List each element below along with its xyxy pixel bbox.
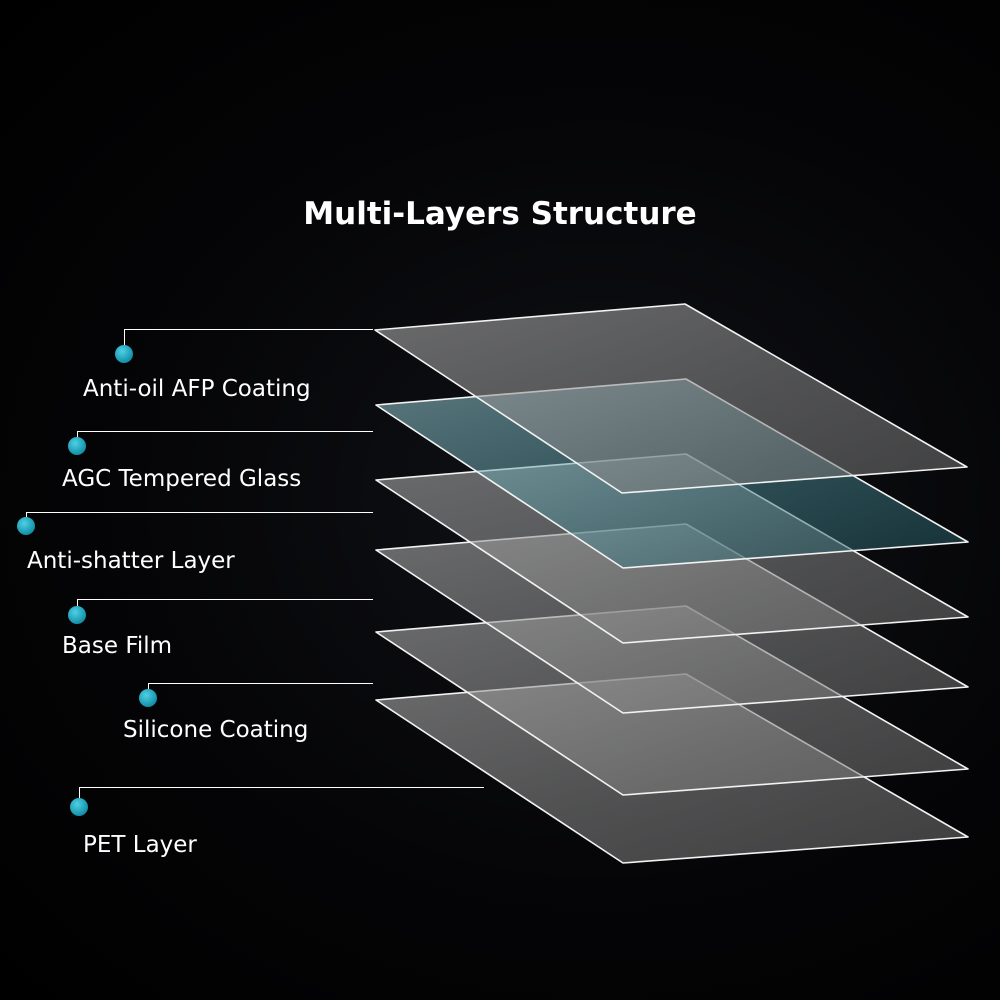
teal-dot-icon bbox=[17, 517, 35, 535]
leader-line-4 bbox=[77, 599, 373, 608]
leader-line-2 bbox=[77, 431, 373, 439]
layer-label-3: Anti-shatter Layer bbox=[27, 548, 235, 574]
diagram-title: Multi-Layers Structure bbox=[303, 196, 697, 232]
teal-dot-icon bbox=[68, 437, 86, 455]
layer-label-2: AGC Tempered Glass bbox=[62, 466, 302, 492]
teal-dot-icon bbox=[68, 606, 86, 624]
leader-line-1 bbox=[124, 329, 373, 351]
layer-label-4: Base Film bbox=[62, 633, 173, 659]
teal-dot-icon bbox=[139, 689, 157, 707]
layer-label-6: PET Layer bbox=[83, 832, 197, 858]
teal-dot-icon bbox=[70, 798, 88, 816]
layer-sheet-1 bbox=[374, 303, 968, 494]
leader-line-6 bbox=[79, 787, 484, 799]
leader-line-5 bbox=[148, 683, 373, 691]
layer-label-1: Anti-oil AFP Coating bbox=[83, 376, 311, 402]
layer-label-5: Silicone Coating bbox=[123, 717, 309, 743]
teal-dot-icon bbox=[115, 345, 133, 363]
leader-line-3 bbox=[26, 512, 373, 519]
